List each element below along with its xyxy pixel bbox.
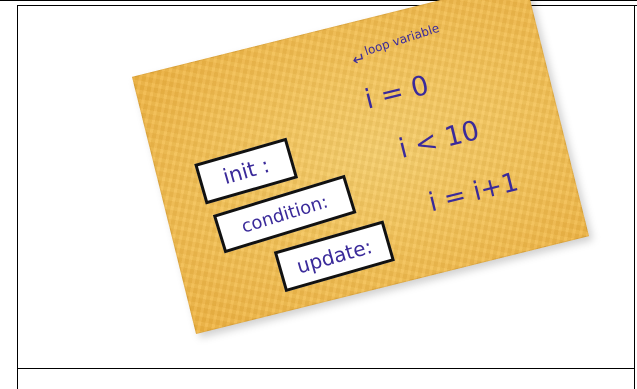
frame-bottom-line (17, 368, 635, 369)
frame-top-line-right (155, 0, 637, 1)
frame-right-line (634, 5, 635, 389)
frame-top-line (0, 0, 155, 1)
init-label-text: init : (220, 153, 273, 190)
frame-inner-top-line (18, 5, 637, 6)
frame-left-line (17, 5, 18, 389)
